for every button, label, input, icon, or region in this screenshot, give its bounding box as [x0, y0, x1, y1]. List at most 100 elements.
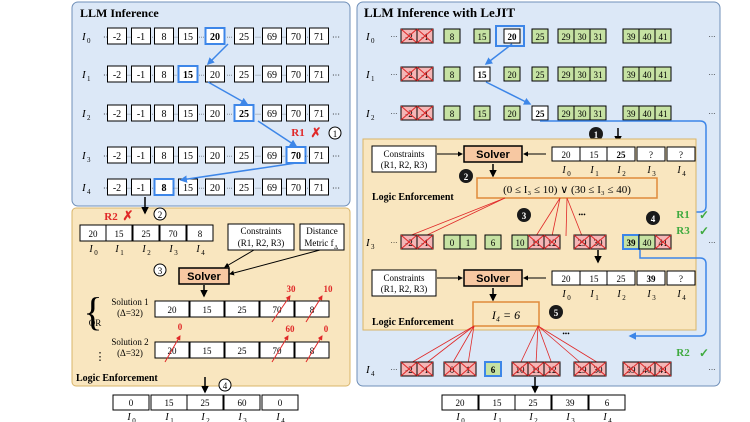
constraints-label: Constraints: [383, 149, 424, 159]
token-cell: [503, 66, 521, 82]
row-label-index: 0: [371, 37, 375, 45]
dots: ···: [173, 154, 179, 160]
axis-label-letter: I: [168, 244, 173, 255]
token-value: -2: [113, 32, 121, 43]
token-value: 12: [548, 365, 557, 375]
result-cell: [551, 394, 589, 411]
token-cell: [531, 66, 549, 82]
token-cell: [131, 104, 151, 122]
token-value: -2: [405, 238, 413, 248]
dots: ···: [150, 73, 156, 79]
token-value: 0: [450, 365, 455, 375]
token-cell: [107, 65, 127, 83]
step-circle: [153, 263, 167, 277]
row-label-letter: I: [365, 364, 371, 376]
token-value: 29: [562, 32, 572, 42]
solution-value: 15: [203, 305, 213, 315]
dots: ···: [709, 71, 716, 79]
enforcement-line: [424, 197, 506, 237]
token-cell: [178, 104, 198, 122]
table-value: ?: [679, 274, 683, 284]
token-value: 0: [450, 238, 455, 248]
token-cell: [262, 178, 282, 196]
axis-label-letter: I: [195, 244, 200, 255]
strike-line: [527, 234, 545, 250]
token-value: 29: [562, 70, 572, 80]
r3-satisfied-label: R3: [676, 225, 690, 237]
step-number: 4: [223, 381, 228, 391]
token-value: 40: [643, 365, 653, 375]
dots: ···: [305, 73, 311, 79]
solution-cell: [154, 300, 190, 318]
token-value: 6: [491, 365, 496, 375]
axis-label-letter: I: [561, 289, 566, 300]
enforcement-line: [551, 197, 561, 237]
token-cell: [234, 27, 254, 45]
enforcement-line: [537, 325, 601, 365]
row-label-letter: I: [365, 237, 371, 249]
token-value: -1: [137, 32, 145, 43]
dots: ···: [391, 110, 398, 118]
right-title: LLM Inference with LeJIT: [364, 5, 515, 20]
axis-label-index: 1: [498, 417, 502, 422]
token-value: 69: [267, 183, 277, 194]
strike-line: [589, 234, 607, 250]
token-value: 25: [239, 109, 249, 120]
strike-line: [527, 361, 545, 377]
axis-label-letter: I: [676, 289, 681, 300]
solver-box: [463, 145, 523, 163]
strike-line: [416, 234, 434, 250]
token-value: 10: [516, 365, 526, 375]
result-value: 0: [278, 398, 283, 408]
token-value: 25: [239, 70, 249, 81]
token-value: 25: [239, 183, 249, 194]
token-value: 20: [210, 183, 220, 194]
distance-label-sub: Δ: [334, 245, 338, 251]
dots: ···: [199, 73, 205, 79]
token-value: 39: [627, 109, 637, 119]
vdots: ⋮: [95, 351, 106, 363]
token-cell: [154, 27, 174, 45]
token-cell: [107, 146, 127, 164]
constraints-box: [371, 145, 437, 173]
token-value: 20: [210, 151, 220, 162]
axis-label-letter: I: [141, 244, 146, 255]
solution-cell: [224, 300, 260, 318]
step-marker: [549, 305, 563, 319]
axis-label-letter: I: [528, 412, 533, 422]
token-cell: [205, 65, 225, 83]
token-value: 8: [162, 183, 167, 194]
token-value: 71: [314, 32, 324, 43]
choice-arrow: [257, 120, 298, 147]
table-value: 20: [89, 229, 99, 239]
or-label: OR: [89, 318, 102, 328]
token-value: -2: [405, 70, 413, 80]
solution-value: 70: [273, 305, 283, 315]
token-value: 40: [643, 32, 653, 42]
token-value: 30: [578, 32, 588, 42]
solution-label: Solution 1: [111, 297, 148, 307]
dots: ···: [332, 152, 340, 161]
table-value: 15: [590, 150, 600, 160]
axis-label-letter: I: [561, 165, 566, 176]
token-cell: [205, 104, 225, 122]
enforcement-line: [424, 325, 475, 365]
axis-label-index: 1: [170, 417, 174, 422]
axis-label-index: 2: [534, 417, 538, 422]
dots: ···: [173, 112, 179, 118]
step-marker-number: 1: [594, 130, 599, 140]
dots: ···: [150, 35, 156, 41]
enforcement-line: [451, 325, 475, 365]
token-cell: [473, 105, 491, 121]
token-value: 25: [239, 151, 249, 162]
token-value: 30: [578, 70, 588, 80]
dots: ···: [126, 35, 132, 41]
token-value: 15: [478, 70, 488, 80]
token-cell: [309, 104, 329, 122]
step-number: 1: [333, 129, 338, 139]
solution-label: (Δ=32): [117, 308, 143, 318]
